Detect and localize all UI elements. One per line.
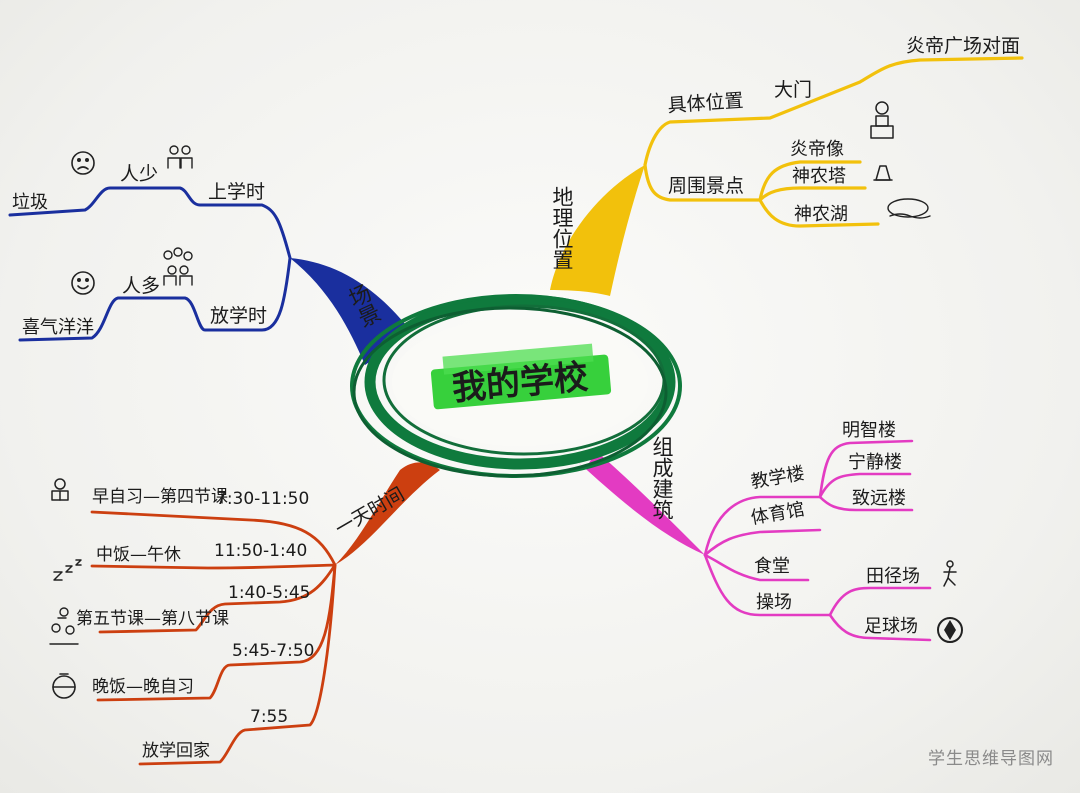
location-gate: 大门 <box>774 79 812 101</box>
buildings-branch-label: 组成建筑 <box>650 436 674 520</box>
buildings-teaching: 教学楼 <box>749 463 806 493</box>
buildings-gym: 体育馆 <box>749 499 806 529</box>
center-node: 我的学校 <box>350 294 682 478</box>
location-nearby-item-2: 神农塔 <box>792 166 846 187</box>
buildings-field-1: 田径场 <box>866 566 920 587</box>
red-branch-wedge <box>335 462 440 565</box>
study-group-icon <box>49 607 79 645</box>
location-nearby-item-3: 神农湖 <box>794 204 848 225</box>
location-nearby: 周围景点 <box>668 175 744 197</box>
blue-branch-lines <box>8 186 292 342</box>
scene-child-arrive-people: 人少 <box>120 163 158 185</box>
scene-child-leave-mood: 喜气洋洋 <box>22 317 94 338</box>
soccer-ball-icon <box>937 617 963 643</box>
scene-child-arrive: 上学时 <box>208 181 265 203</box>
buildings-teaching-3: 致远楼 <box>852 488 906 509</box>
watermark: 学生思维导图网 <box>928 749 1054 769</box>
reading-student-icon <box>51 478 69 501</box>
buildings-teaching-1: 明智楼 <box>842 420 896 441</box>
scene-child-leave: 放学时 <box>210 305 267 327</box>
scene-child-arrive-mood: 垃圾 <box>12 192 48 213</box>
crowd-icon <box>167 145 193 169</box>
buildings-field: 操场 <box>756 592 792 613</box>
statue-icon <box>870 101 894 139</box>
schedule-activity-2: 中饭—午休 <box>96 545 181 565</box>
yellow-branch-lines <box>643 56 1024 228</box>
buildings-field-2: 足球场 <box>864 616 918 637</box>
frown-face-icon <box>71 151 95 175</box>
lamp-icon <box>52 673 76 699</box>
schedule-time-5: 7:55 <box>250 707 288 727</box>
schedule-time-2: 11:50-1:40 <box>214 541 307 561</box>
pink-branch-lines <box>703 439 932 642</box>
buildings-teaching-2: 宁静楼 <box>848 452 902 473</box>
buildings-canteen: 食堂 <box>754 556 790 577</box>
tower-icon <box>873 165 893 181</box>
schedule-activity-3: 第五节课—第八节课 <box>76 609 229 629</box>
smile-face-icon <box>71 271 95 295</box>
schedule-activity-1: 早自习—第四节课 <box>92 487 228 507</box>
schedule-time-3: 1:40-5:45 <box>228 583 311 603</box>
location-nearby-item-1: 炎帝像 <box>790 139 844 160</box>
schedule-activity-5: 放学回家 <box>142 741 210 761</box>
schedule-activity-4: 晚饭—晚自习 <box>92 677 194 697</box>
location-branch-label: 地理位置 <box>550 186 574 270</box>
schedule-time-1: 7:30-11:50 <box>216 489 309 509</box>
sleep-zzz-icon <box>53 559 82 581</box>
scene-child-leave-people: 人多 <box>122 275 160 297</box>
red-branch-lines <box>90 510 337 766</box>
crowd-icon <box>163 247 193 286</box>
pink-branch-wedge <box>578 450 705 555</box>
runner-icon <box>943 560 957 587</box>
lake-icon <box>887 198 931 219</box>
location-specific: 具体位置 <box>667 90 744 117</box>
schedule-time-4: 5:45-7:50 <box>232 641 315 661</box>
yellow-branch-wedge <box>550 165 645 296</box>
location-gate-detail: 炎帝广场对面 <box>906 35 1020 57</box>
